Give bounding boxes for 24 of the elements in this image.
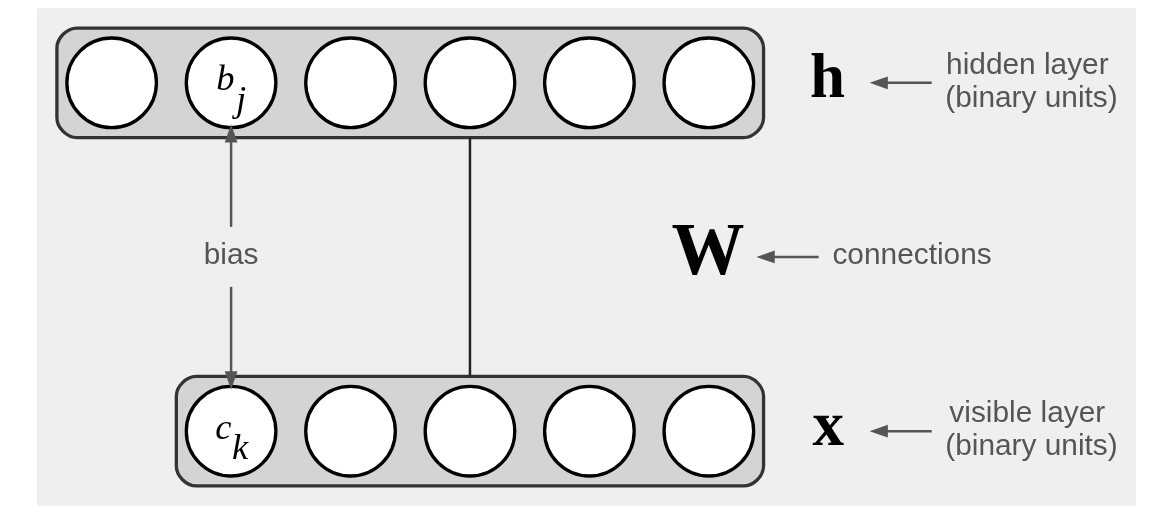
arrow <box>869 76 932 90</box>
node-circle <box>65 36 159 130</box>
arrow <box>869 424 932 438</box>
node-text: x <box>812 389 845 460</box>
arrow <box>224 124 238 227</box>
connector <box>468 137 472 377</box>
arrow <box>756 250 819 264</box>
cluster <box>55 26 766 140</box>
node-text: W <box>671 208 745 290</box>
arrow <box>224 286 238 390</box>
node-circle <box>542 384 636 478</box>
node-text: hidden layer (binary units) <box>945 46 1118 113</box>
node-circle <box>304 36 397 130</box>
cluster <box>174 374 766 488</box>
node-circle <box>662 36 756 130</box>
node-text: bias <box>203 237 259 271</box>
node-text: visible layer (binary units) <box>945 394 1118 462</box>
node-text: h <box>810 40 846 111</box>
node-circle <box>423 384 517 478</box>
node-circle <box>304 384 397 478</box>
node-circle <box>542 36 636 130</box>
node-circle <box>423 36 517 130</box>
node-text: connections <box>832 237 992 271</box>
node-circle <box>662 384 756 478</box>
